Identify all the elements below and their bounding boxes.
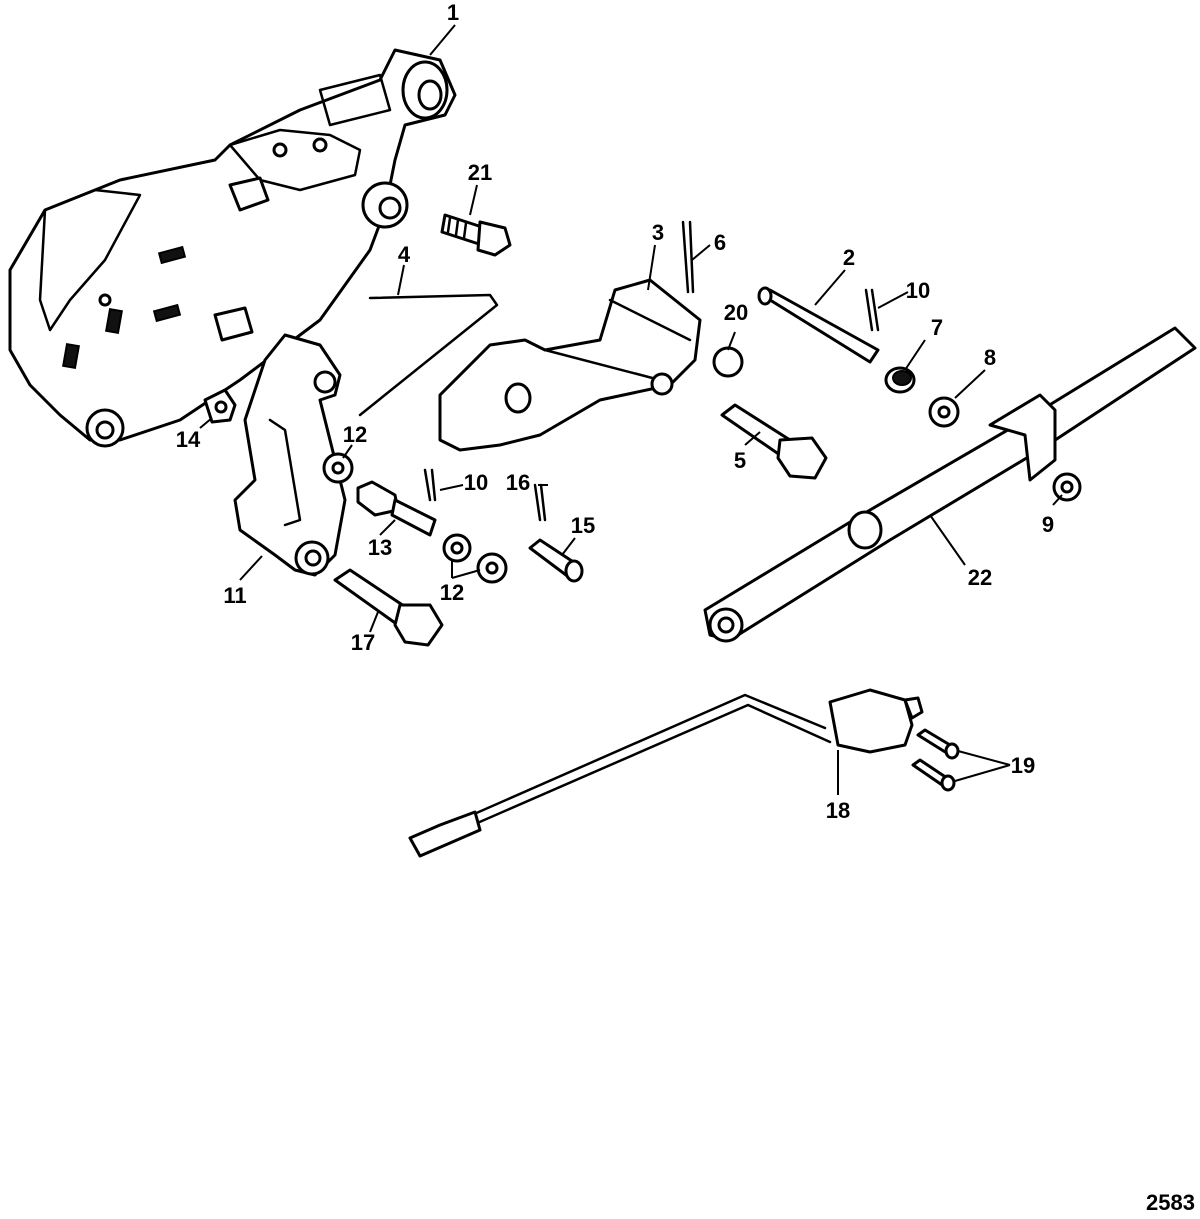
part-7-spring xyxy=(884,366,916,394)
callout-22: 22 xyxy=(968,565,992,590)
callout-labels: 1 2 3 4 5 6 7 8 9 10 10 11 12 12 13 14 1… xyxy=(176,0,1054,823)
part-22-shaft xyxy=(703,326,1197,643)
part-9-washer xyxy=(1052,472,1082,502)
part-4-wire-spring xyxy=(358,293,499,417)
part-16-cotter-pin xyxy=(533,483,547,522)
callout-3: 3 xyxy=(652,220,664,245)
callout-14: 14 xyxy=(176,427,201,452)
callout-15: 15 xyxy=(571,513,595,538)
part-18-rod-assembly xyxy=(408,688,924,858)
callout-6: 6 xyxy=(714,230,726,255)
part-21-bolt xyxy=(440,213,512,257)
callout-19: 19 xyxy=(1011,753,1035,778)
part-1-bracket-plate xyxy=(8,48,457,448)
leader-lines xyxy=(199,24,1063,795)
callout-21: 21 xyxy=(468,160,492,185)
part-8-washer xyxy=(928,396,960,428)
part-2-pin xyxy=(757,286,880,364)
callout-16: 16 xyxy=(506,470,530,495)
diagram-reference-number: 2583 xyxy=(1146,1190,1195,1215)
callout-18: 18 xyxy=(826,798,850,823)
callout-10-lower: 10 xyxy=(464,470,488,495)
callout-17: 17 xyxy=(351,630,375,655)
callout-5: 5 xyxy=(734,448,746,473)
callout-2: 2 xyxy=(843,245,855,270)
callout-12-lower: 12 xyxy=(440,580,464,605)
callout-11: 11 xyxy=(223,583,246,608)
part-13-stud xyxy=(356,480,437,537)
callout-1: 1 xyxy=(447,0,459,25)
part-3-lever xyxy=(438,278,702,452)
callout-12-upper: 12 xyxy=(343,422,367,447)
callout-7: 7 xyxy=(931,315,943,340)
callout-4: 4 xyxy=(398,242,411,267)
part-6-cotter-pin xyxy=(681,220,695,294)
part-19-screws xyxy=(911,728,960,792)
part-20-bushing xyxy=(712,346,744,378)
callout-8: 8 xyxy=(984,345,996,370)
callout-20: 20 xyxy=(724,300,748,325)
part-17-bolt xyxy=(333,568,444,647)
callout-9: 9 xyxy=(1042,512,1054,537)
callout-10-upper: 10 xyxy=(906,278,930,303)
part-12-washers xyxy=(322,452,508,584)
part-5-bolt xyxy=(720,403,828,480)
part-11-link-arm xyxy=(233,333,347,577)
part-10-cotter-pins xyxy=(423,288,880,502)
callout-13: 13 xyxy=(368,535,392,560)
part-15-clevis-pin xyxy=(528,538,584,583)
